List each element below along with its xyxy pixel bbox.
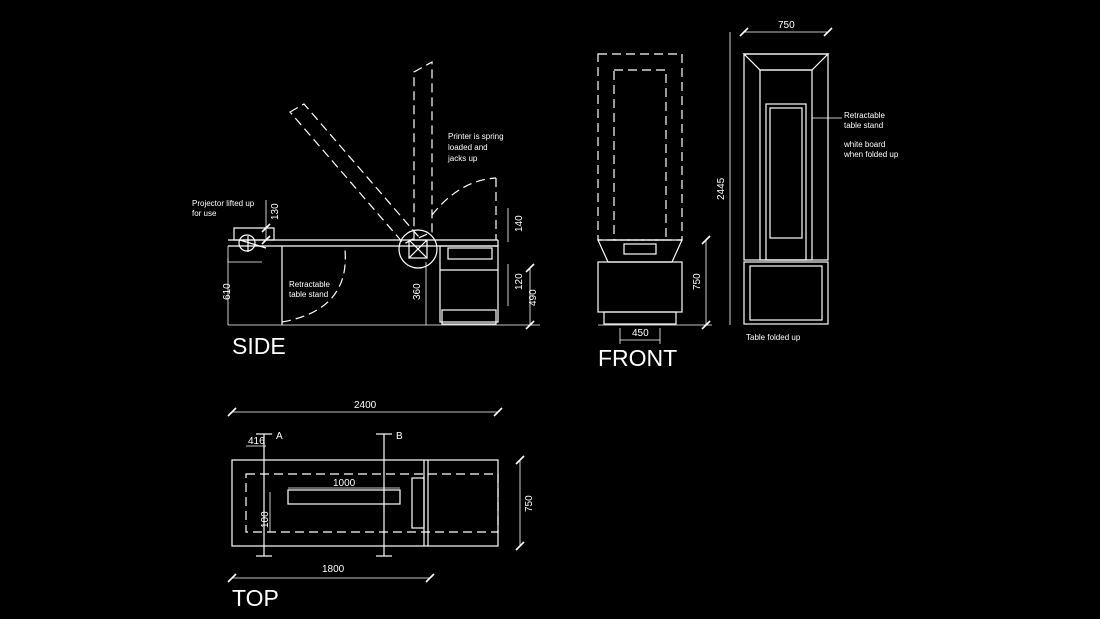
note-projector-line2: for use [192, 209, 217, 218]
front-table-top [597, 239, 683, 263]
front-cabinet [597, 261, 683, 313]
top-dim-1000: 1000 [333, 478, 356, 489]
side-dim-140: 140 [514, 215, 525, 232]
top-dim-100: 100 [260, 511, 271, 528]
folded-dim-2445: 2445 [716, 177, 727, 200]
folded-view: 750 2445 Retractable table stand white b… [716, 20, 899, 342]
front-dim-450: 450 [632, 328, 649, 339]
side-view: 130 140 120 490 360 610 Projector lifted… [192, 60, 540, 359]
top-dim-416: 416 [248, 436, 265, 447]
view-title-top: TOP [232, 585, 279, 611]
section-mark-a: A [256, 431, 283, 557]
note-printer-line2: loaded and [448, 143, 488, 152]
printer-swing-arc [431, 177, 497, 216]
front-printer-panel [597, 53, 683, 241]
section-label-a: A [276, 431, 283, 442]
section-label-b: B [396, 431, 403, 442]
side-dim-130: 130 [270, 203, 281, 220]
printer-cabinet [439, 245, 499, 325]
top-view: 2400 416 1000 100 1800 750 A [227, 400, 535, 611]
folded-dim-750: 750 [778, 20, 795, 31]
note-side-stand-line2: table stand [289, 290, 328, 299]
note-folded-stand-line1: Retractable [844, 111, 885, 120]
table-top [228, 239, 499, 247]
view-title-front: FRONT [598, 345, 677, 371]
top-dim-2400: 2400 [354, 400, 377, 411]
stand-swing-arc [281, 249, 346, 323]
view-title-side: SIDE [232, 333, 286, 359]
folded-cabinet [743, 261, 829, 325]
top-table-outline [231, 459, 499, 547]
front-view: 450 750 FRONT [597, 53, 712, 371]
side-dim-610: 610 [222, 283, 233, 300]
top-dim-1800: 1800 [322, 564, 345, 575]
side-dim-360: 360 [412, 283, 423, 300]
note-printer-line1: Printer is spring [448, 132, 504, 141]
note-table-folded: Table folded up [746, 333, 801, 342]
printer-pivot [398, 229, 438, 269]
note-printer-line3: jacks up [447, 154, 478, 163]
folded-whiteboard [765, 103, 807, 261]
note-whiteboard-line1: white board [843, 140, 885, 149]
printer-vertical [413, 60, 433, 241]
section-mark-b: B [376, 431, 403, 557]
note-projector-line1: Projector lifted up [192, 199, 255, 208]
note-side-stand-line1: Retractable [289, 280, 330, 289]
folded-outer-panel [743, 53, 829, 261]
top-dim-750: 750 [524, 495, 535, 512]
note-whiteboard-line2: when folded up [843, 150, 899, 159]
front-dim-750: 750 [692, 273, 703, 290]
side-dim-120: 120 [514, 273, 525, 290]
side-dim-490: 490 [528, 289, 539, 306]
note-folded-stand-line2: table stand [844, 121, 883, 130]
printer-tilted [289, 103, 419, 245]
